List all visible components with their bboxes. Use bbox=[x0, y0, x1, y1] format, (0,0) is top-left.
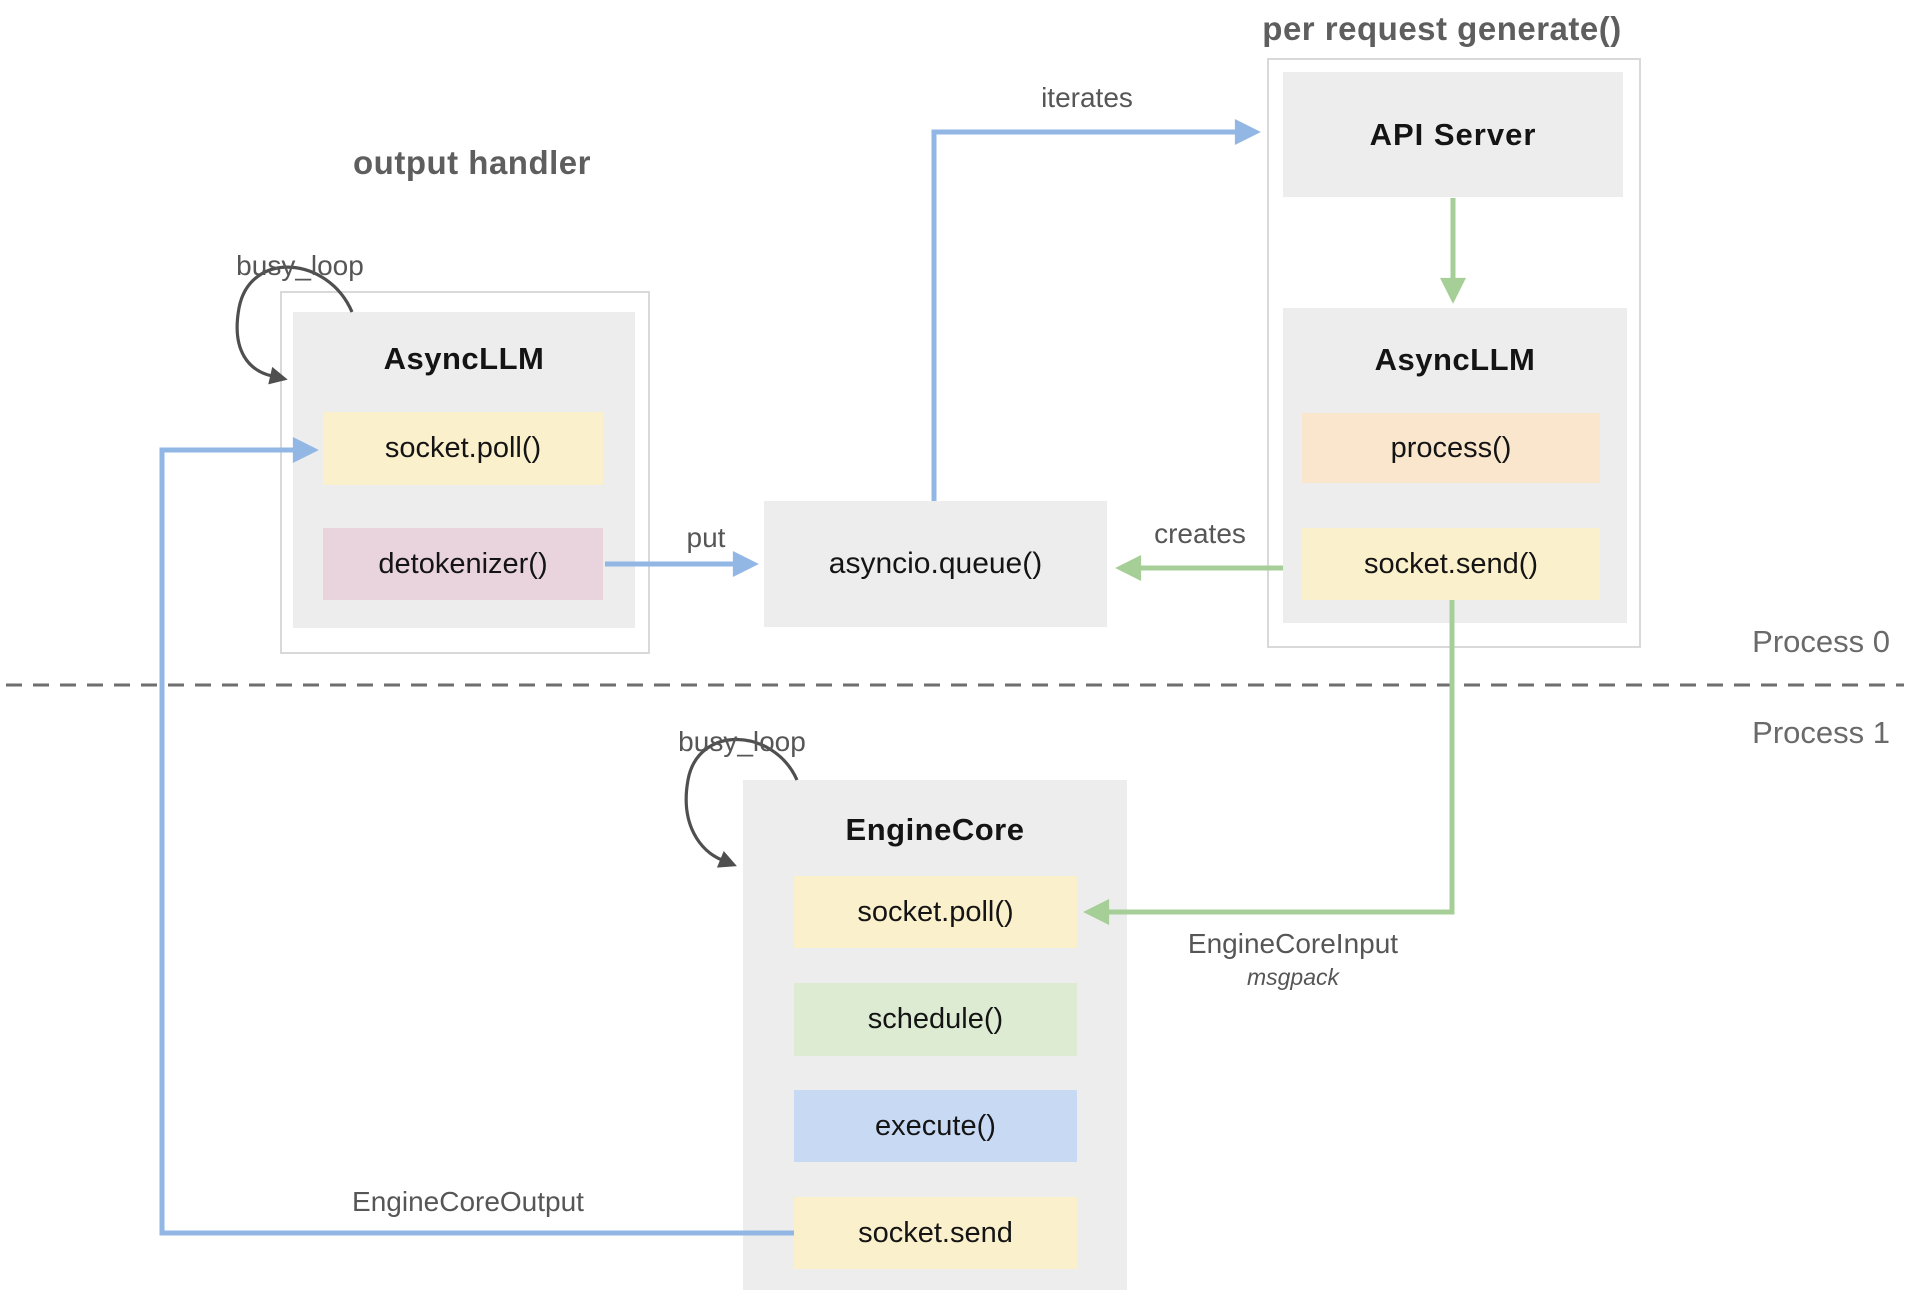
engine-core-input-format-label: msgpack bbox=[1246, 964, 1340, 990]
busy-loop-arc-output-handler bbox=[235, 265, 354, 385]
output-handler-title: output handler bbox=[353, 144, 591, 181]
method-schedule: schedule() bbox=[794, 983, 1077, 1056]
per-request-generate-title: per request generate() bbox=[1262, 10, 1622, 47]
method-execute: execute() bbox=[794, 1090, 1077, 1162]
iterates-label: iterates bbox=[1041, 82, 1133, 113]
busy-loop-label-engine-core: busy_loop bbox=[678, 726, 806, 757]
output-handler-asyncllm-title: AsyncLLM bbox=[383, 341, 545, 376]
method-process: process() bbox=[1302, 413, 1600, 483]
busy-loop-label-output-handler: busy_loop bbox=[236, 250, 364, 281]
method-socket-send-asyncllm: socket.send() bbox=[1302, 528, 1600, 600]
api-server-box: API Server bbox=[1283, 72, 1623, 197]
asyncio-queue-box: asyncio.queue() bbox=[764, 501, 1107, 627]
put-label: put bbox=[686, 522, 726, 553]
arrow-iterates bbox=[931, 119, 1261, 501]
method-socket-send-engine-core: socket.send bbox=[794, 1197, 1077, 1269]
process-1-label: Process 1 bbox=[1752, 715, 1890, 750]
request-asyncllm-title: AsyncLLM bbox=[1374, 342, 1536, 377]
arrow-engine-core-output bbox=[159, 437, 794, 1236]
method-socket-poll-output-handler: socket.poll() bbox=[323, 412, 603, 485]
arrow-engine-core-input bbox=[1083, 600, 1455, 925]
creates-label: creates bbox=[1154, 518, 1246, 549]
method-socket-poll-engine-core: socket.poll() bbox=[794, 876, 1077, 948]
engine-core-output-label: EngineCoreOutput bbox=[352, 1186, 584, 1217]
method-detokenizer: detokenizer() bbox=[323, 528, 603, 600]
busy-loop-arc-engine-core bbox=[684, 737, 799, 868]
process-0-label: Process 0 bbox=[1752, 624, 1890, 659]
engine-core-title: EngineCore bbox=[845, 812, 1025, 847]
engine-core-input-label: EngineCoreInput bbox=[1187, 928, 1399, 959]
